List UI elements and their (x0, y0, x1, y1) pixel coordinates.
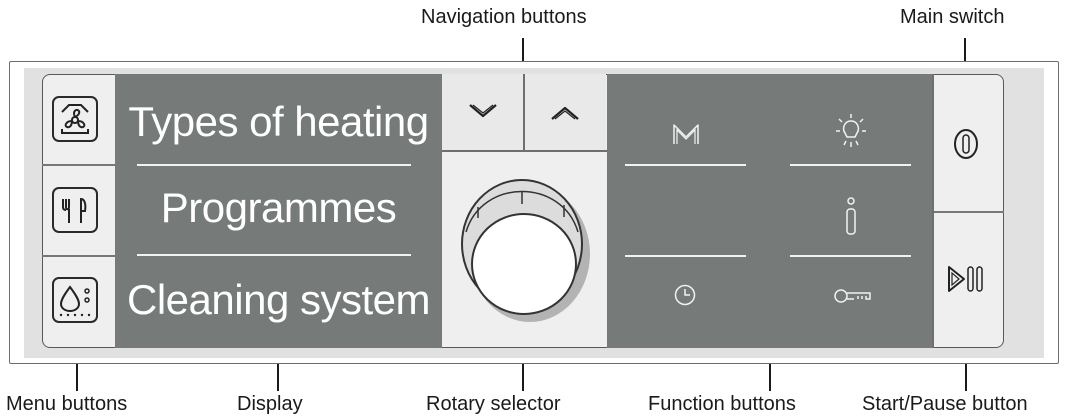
function-buttons-label: Function buttons (648, 393, 796, 415)
start-pause-leader-line (965, 338, 967, 391)
navigation-buttons-label: Navigation buttons (421, 6, 587, 28)
rotary-selector[interactable] (442, 152, 607, 348)
right-column-border (932, 74, 934, 348)
navigation-bottom-divider (442, 150, 607, 152)
memory-m-icon[interactable] (671, 122, 701, 146)
display-item-cleaning-system[interactable]: Cleaning system (127, 276, 430, 323)
display-separator (137, 254, 411, 256)
display-separator (137, 164, 411, 166)
info-icon[interactable] (841, 195, 861, 237)
cleaning-drop-icon (59, 285, 91, 317)
chevron-down-icon (469, 104, 497, 118)
programmes-menu-button[interactable] (52, 187, 98, 233)
display-item-programmes[interactable]: Programmes (160, 184, 397, 231)
navigation-divider (523, 74, 525, 150)
menu-divider (42, 255, 115, 257)
right-column-divider (933, 211, 1004, 213)
start-pause-button-label: Start/Pause button (862, 393, 1028, 415)
navigation-up-button[interactable] (525, 74, 606, 150)
power-icon[interactable] (952, 127, 980, 161)
navigation-down-button[interactable] (442, 74, 523, 150)
play-pause-icon[interactable] (946, 264, 986, 294)
menu-buttons-label: Menu buttons (6, 393, 128, 415)
clock-icon[interactable] (673, 283, 697, 307)
heating-menu-button[interactable] (52, 96, 98, 142)
function-separator (790, 164, 911, 166)
rotary-selector-label: Rotary selector (426, 393, 561, 415)
display-label: Display (237, 393, 303, 415)
function-button-panel (607, 74, 933, 348)
function-separator (790, 255, 911, 257)
display-item-types-of-heating[interactable]: Types of heating (128, 98, 429, 145)
menu-divider (42, 164, 115, 166)
main-switch-label: Main switch (900, 6, 1005, 28)
function-separator (625, 255, 746, 257)
navigation-leader-line (522, 38, 524, 68)
light-bulb-icon[interactable] (833, 111, 869, 155)
chevron-up-icon (551, 106, 579, 120)
cleaning-menu-button[interactable] (52, 277, 98, 323)
function-separator (625, 164, 746, 166)
key-icon[interactable] (833, 286, 873, 306)
display-screen (115, 74, 442, 348)
cutlery-icon (62, 197, 87, 223)
heating-fan-icon (61, 104, 89, 134)
